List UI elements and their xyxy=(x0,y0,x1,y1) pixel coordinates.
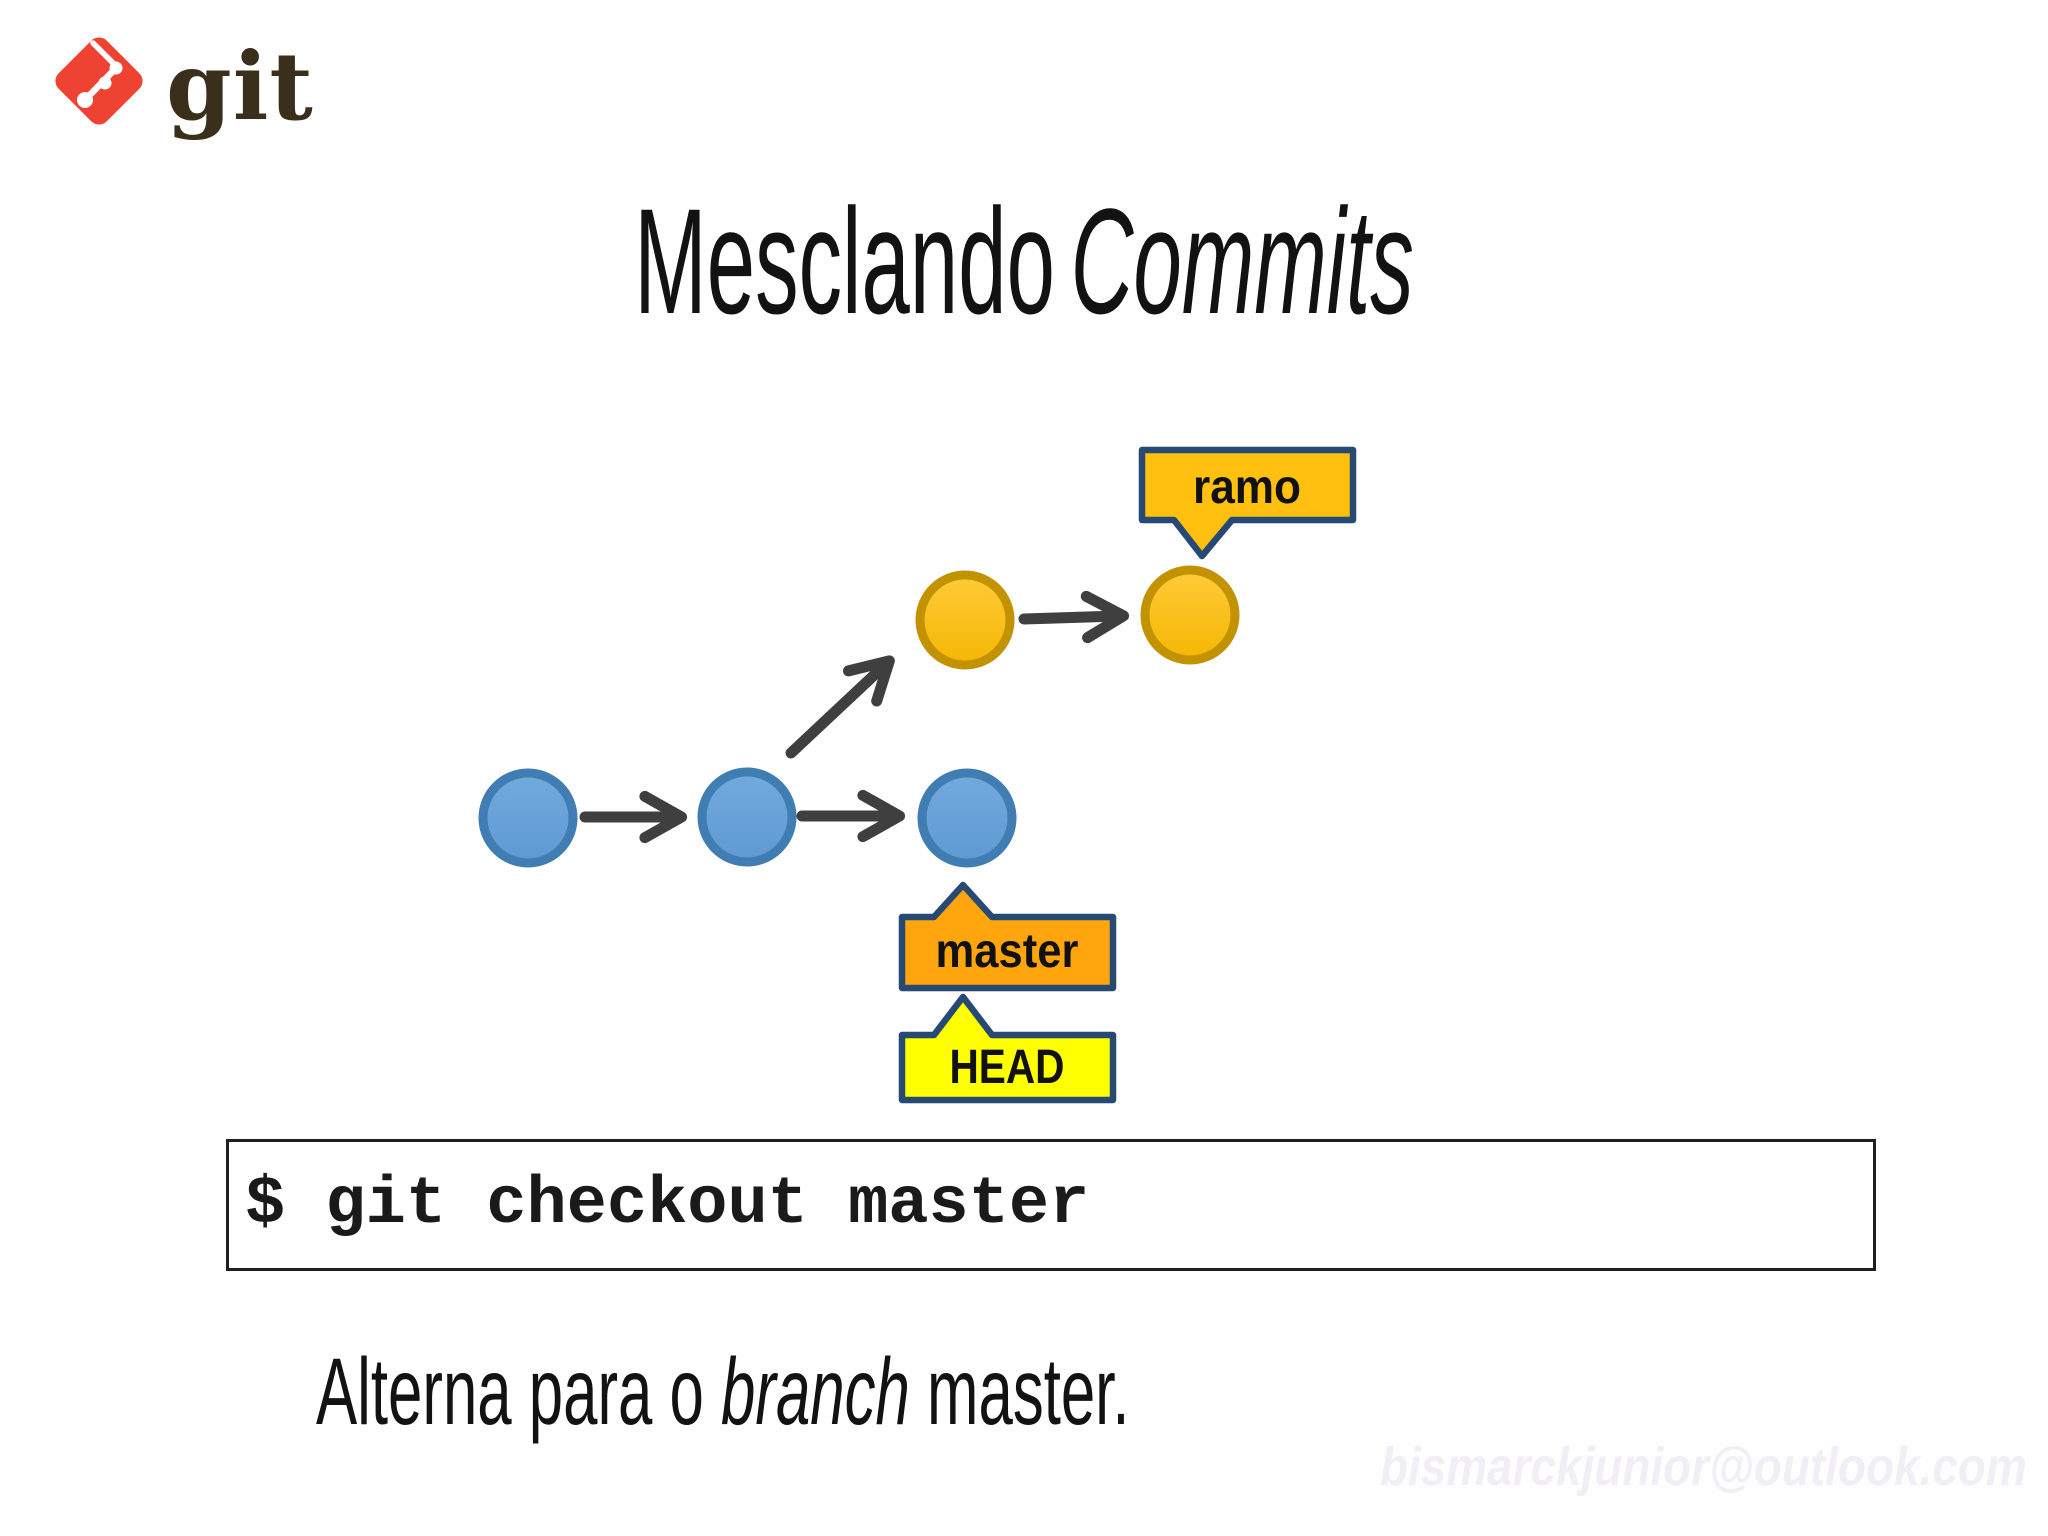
head-label-box xyxy=(898,993,1117,1104)
arrow-commit2-branch1 xyxy=(785,655,895,759)
caption-prefix: Alterna para o xyxy=(316,1339,722,1445)
commit-node xyxy=(478,768,578,868)
caption-suffix: master. xyxy=(909,1339,1130,1445)
terminal-box: $ git checkout master xyxy=(226,1139,1876,1271)
title-regular: Mesclando xyxy=(634,177,1055,345)
title-italic: Commits xyxy=(1070,177,1414,345)
git-logo-icon xyxy=(55,37,143,125)
feature-branch-commits xyxy=(915,565,1240,670)
master-branch-commits xyxy=(478,767,1017,868)
terminal-command: $ git checkout master xyxy=(245,1167,1090,1243)
master-label: master xyxy=(936,925,1079,978)
watermark: bismarckjunior@outlook.com xyxy=(1380,1437,2027,1497)
arrow-branch1-branch2 xyxy=(1018,590,1130,644)
master-label-box xyxy=(898,881,1117,992)
commit-node xyxy=(917,768,1017,868)
commit-node xyxy=(1140,565,1240,665)
commit-node xyxy=(697,767,797,867)
ramo-label-box xyxy=(1138,446,1357,560)
commit-arrows xyxy=(579,590,1130,844)
caption-italic: branch xyxy=(721,1339,910,1445)
git-wordmark: git xyxy=(166,32,314,142)
ramo-label: ramo xyxy=(1193,461,1301,514)
caption: Alterna para o branch master. xyxy=(316,1345,1130,1440)
commit-node xyxy=(915,570,1015,670)
head-label: HEAD xyxy=(950,1041,1065,1094)
git-branch-glyph xyxy=(77,40,123,108)
